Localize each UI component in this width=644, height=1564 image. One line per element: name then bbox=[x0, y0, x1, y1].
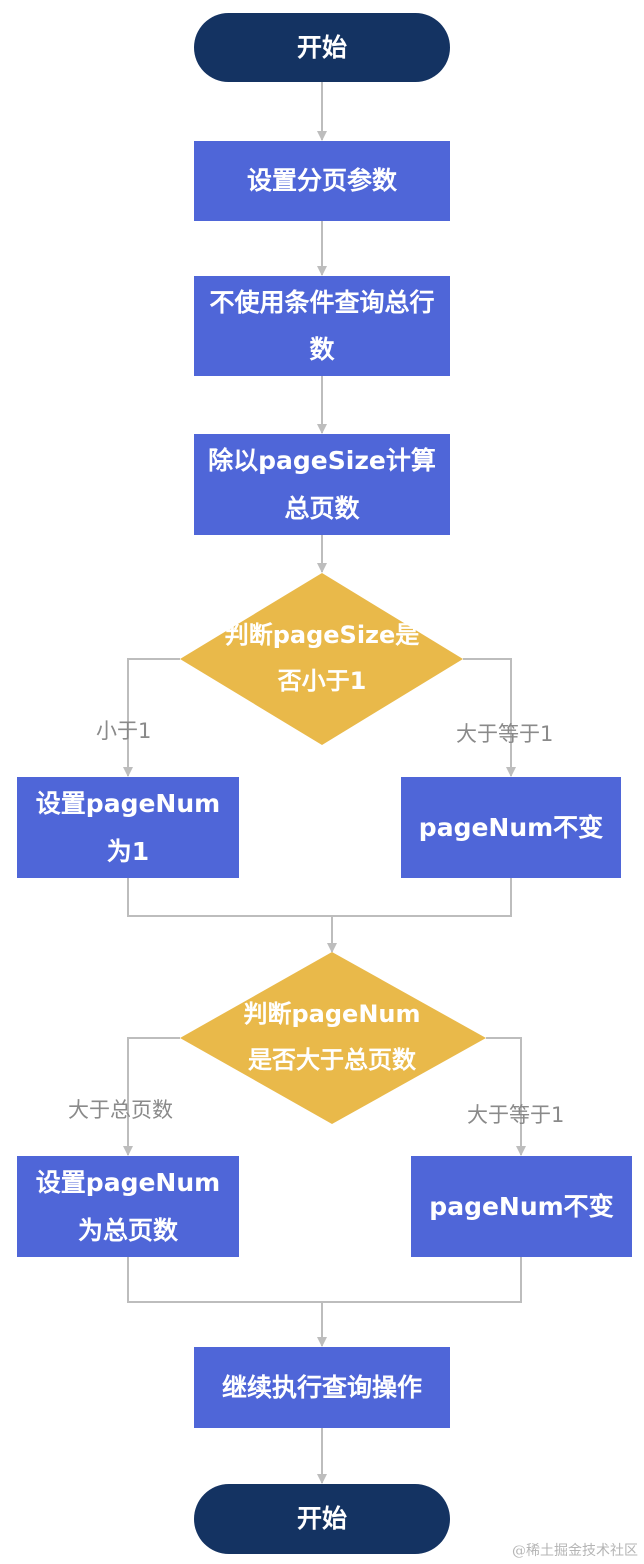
decision1-label: 判断pageSize是否小于1 bbox=[224, 621, 420, 695]
keep-page-step-1: pageNum不变 bbox=[401, 777, 621, 878]
start-terminal: 开始 bbox=[194, 13, 450, 82]
start-label: 开始 bbox=[296, 32, 347, 62]
edge-merge2 bbox=[127, 1257, 522, 1303]
end-terminal: 开始 bbox=[194, 1484, 450, 1554]
edge-decision1-right bbox=[463, 658, 516, 777]
count-total-step: 不使用条件查询总行数 bbox=[194, 276, 450, 376]
set-page-total-label: 设置pageNum为总页数 bbox=[35, 1168, 221, 1245]
decision2-left-label: 大于总页数 bbox=[68, 1098, 173, 1122]
calc-pages-step: 除以pageSize计算总页数 bbox=[194, 434, 450, 535]
set-page-one-label: 设置pageNum为1 bbox=[35, 789, 221, 866]
edge-decision2-right bbox=[486, 1037, 526, 1156]
keep-page-label-1: pageNum不变 bbox=[418, 812, 604, 842]
set-params-label: 设置分页参数 bbox=[246, 166, 397, 196]
calc-pages-label: 除以pageSize计算总页数 bbox=[208, 446, 436, 523]
set-page-one-step: 设置pageNum为1 bbox=[17, 777, 239, 878]
decision2-right-label: 大于等于1 bbox=[467, 1103, 565, 1127]
edge-merge1 bbox=[127, 878, 512, 917]
count-total-label: 不使用条件查询总行数 bbox=[209, 287, 435, 365]
continue-query-step: 继续执行查询操作 bbox=[194, 1347, 450, 1428]
decision1-shape bbox=[180, 573, 463, 745]
watermark-text: @稀土掘金技术社区 bbox=[512, 1543, 638, 1559]
set-params-step: 设置分页参数 bbox=[194, 141, 450, 221]
end-label: 开始 bbox=[296, 1504, 347, 1534]
decision1-right-label: 大于等于1 bbox=[456, 722, 554, 746]
decision2-label: 判断pageNum是否大于总页数 bbox=[243, 1000, 421, 1074]
decision1-text: 判断pageSize是否小于1 bbox=[222, 605, 422, 713]
keep-page-label-2: pageNum不变 bbox=[429, 1191, 614, 1221]
edge-decision2-left bbox=[123, 1037, 180, 1156]
set-page-total-step: 设置pageNum为总页数 bbox=[17, 1156, 239, 1257]
keep-page-step-2: pageNum不变 bbox=[411, 1156, 632, 1257]
decision2-text: 判断pageNum是否大于总页数 bbox=[232, 990, 432, 1086]
continue-query-label: 继续执行查询操作 bbox=[221, 1372, 422, 1402]
decision2-shape bbox=[180, 952, 486, 1124]
edge-decision1-left bbox=[123, 658, 180, 777]
decision1-left-label: 小于1 bbox=[96, 719, 152, 743]
